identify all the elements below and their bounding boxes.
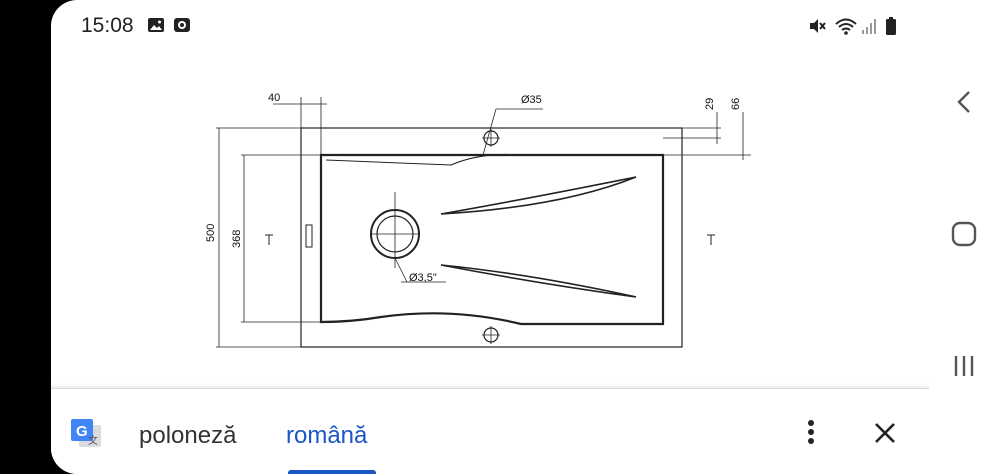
recorder-icon xyxy=(173,16,191,39)
dim-label: 500 xyxy=(205,224,217,242)
dim-label: Ø3,5" xyxy=(409,272,437,284)
signal-icon xyxy=(861,16,879,41)
google-translate-bar: G 文 poloneză română xyxy=(51,388,929,474)
dim-label: 40 xyxy=(268,92,280,104)
back-icon[interactable] xyxy=(949,88,979,121)
google-translate-icon[interactable]: G 文 xyxy=(69,417,103,456)
battery-icon xyxy=(885,16,897,41)
svg-text:G: G xyxy=(76,423,88,440)
dim-label: 29 xyxy=(704,98,716,110)
drainboard-rib xyxy=(440,176,637,215)
wifi-icon xyxy=(834,16,858,41)
sink-bowl-outline xyxy=(319,153,665,326)
dim-label: Ø35 xyxy=(521,94,542,106)
status-time: 15:08 xyxy=(81,14,134,37)
dim-label: 368 xyxy=(231,230,243,248)
recents-icon[interactable] xyxy=(949,352,979,385)
sink-outline xyxy=(300,127,683,348)
active-tab-indicator xyxy=(288,470,376,474)
target-language-tab[interactable]: română xyxy=(286,422,368,449)
mute-icon xyxy=(807,16,827,41)
more-vert-icon[interactable] xyxy=(799,417,823,447)
android-nav-bar xyxy=(929,0,1000,474)
home-icon[interactable] xyxy=(949,219,979,254)
status-bar: 15:08 xyxy=(51,0,929,52)
close-icon[interactable] xyxy=(871,419,901,449)
gallery-icon xyxy=(147,16,165,39)
drainboard-rib xyxy=(440,264,637,298)
source-language-tab[interactable]: poloneză xyxy=(139,422,237,449)
phone-screen: 15:08 xyxy=(51,0,929,474)
svg-text:文: 文 xyxy=(88,434,98,447)
dim-label: 66 xyxy=(730,98,742,110)
sink-technical-drawing: 40 Ø35 29 66 500 368 Ø3,5" xyxy=(205,92,751,348)
